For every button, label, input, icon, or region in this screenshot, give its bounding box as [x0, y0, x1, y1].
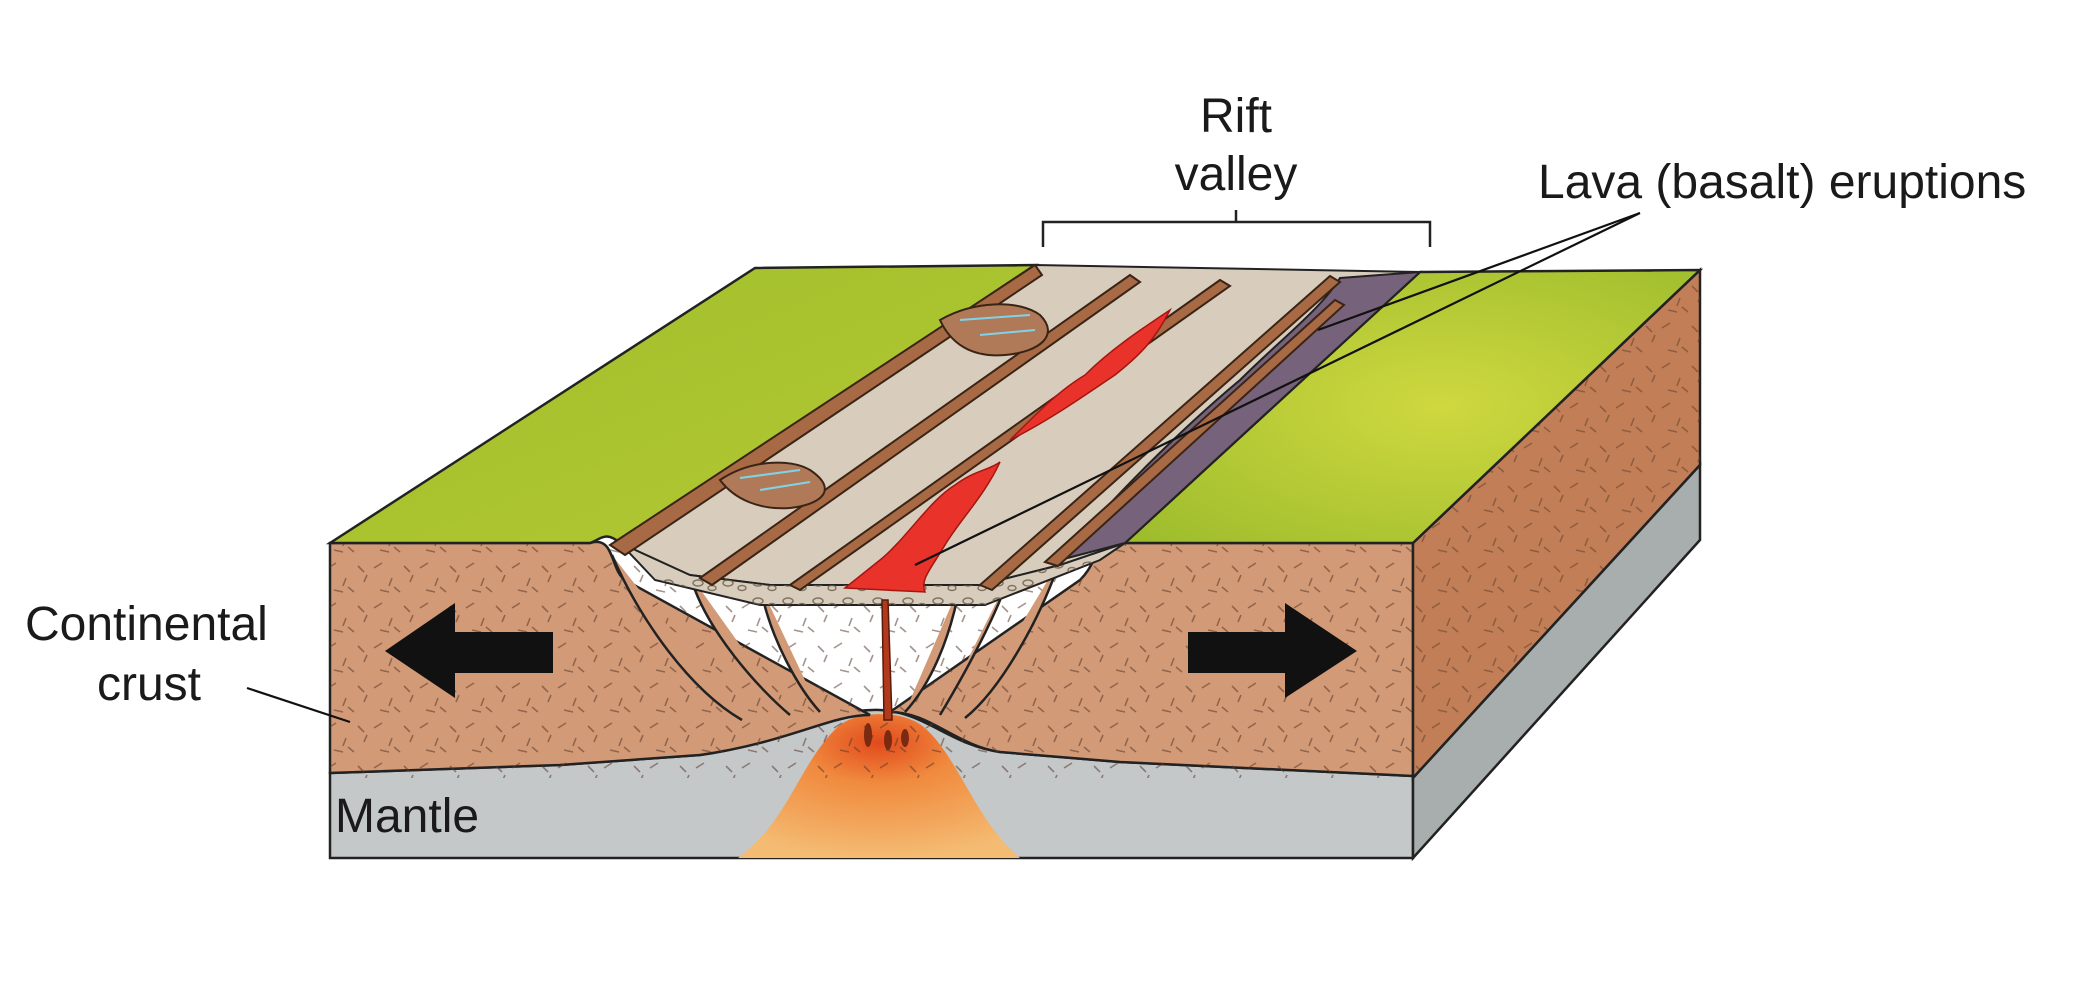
lava-leader — [914, 211, 1641, 566]
mantle-label: Mantle — [335, 790, 479, 843]
alluvial-fans — [718, 303, 1049, 510]
lava-fissure-lower — [842, 461, 1001, 593]
crust-leader — [246, 686, 351, 724]
lava-label: Lava (basalt) eruptions — [1538, 156, 2026, 209]
rift-valley-label-line1: Rift — [1200, 90, 1272, 143]
lava-fissure-upper — [1009, 307, 1172, 441]
mantle-side — [1411, 461, 1702, 862]
arrow-right-icon — [1188, 603, 1357, 698]
crust-label-line2: crust — [97, 658, 201, 711]
arrow-left-icon — [385, 603, 553, 698]
feeder-dike — [881, 599, 893, 721]
rift-valley-bracket — [1041, 210, 1432, 247]
crust-label-line1: Continental — [25, 598, 268, 651]
magma-plume — [738, 714, 1020, 858]
fault-blocks — [610, 554, 1062, 722]
rift-valley-label-line2: valley — [1175, 148, 1298, 201]
